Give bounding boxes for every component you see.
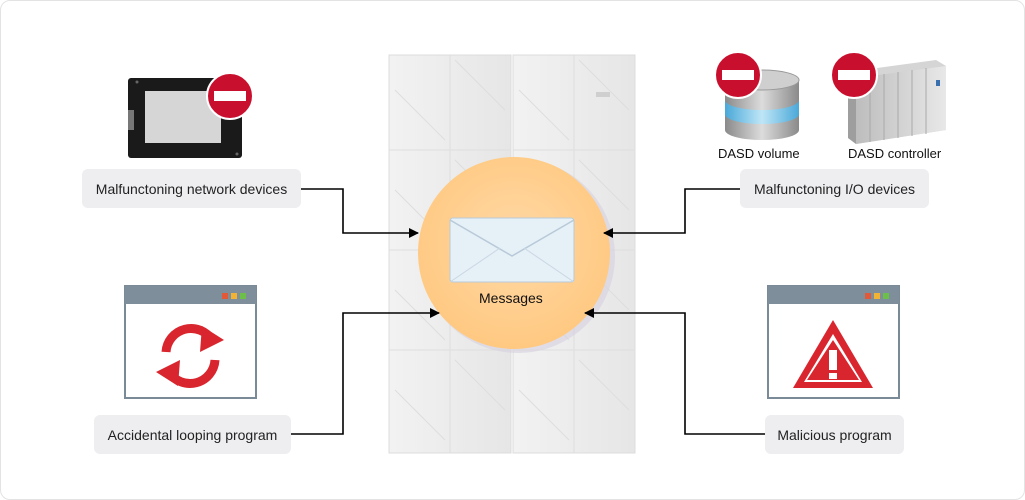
stop-sign-icon xyxy=(714,51,762,99)
messages-label: Messages xyxy=(479,290,543,306)
looping-program-label: Accidental looping program xyxy=(94,415,291,454)
stop-sign-icon xyxy=(830,51,878,99)
arrow-looping-to-messages xyxy=(291,308,440,435)
network-devices-label: Malfunctoning network devices xyxy=(82,169,301,208)
arrows xyxy=(291,188,765,435)
dasd-volume-caption: DASD volume xyxy=(718,146,800,161)
dasd-controller-caption: DASD controller xyxy=(848,146,942,161)
arrow-io-to-messages xyxy=(603,188,740,238)
arrow-network-to-messages xyxy=(301,188,419,238)
arrow-malicious-to-messages xyxy=(584,308,765,435)
io-devices-label: Malfunctoning I/O devices xyxy=(740,169,929,208)
stop-sign-icon xyxy=(206,72,254,120)
warning-triangle-icon xyxy=(793,320,873,388)
malicious-program-label: Malicious program xyxy=(765,415,904,454)
envelope-icon xyxy=(449,217,575,283)
